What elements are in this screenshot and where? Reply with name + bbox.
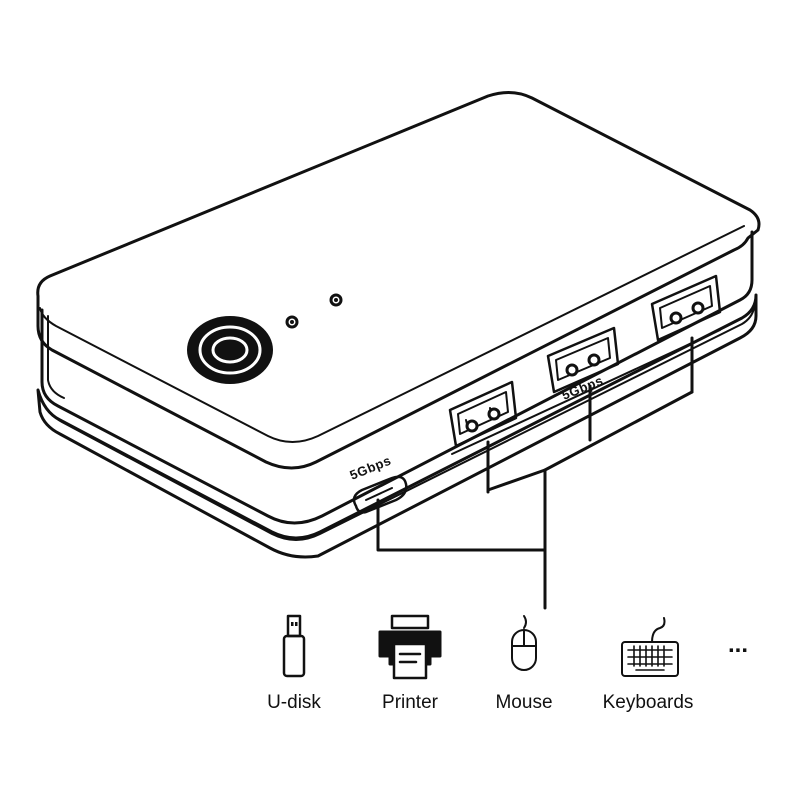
usb-a-speed-underline bbox=[451, 329, 721, 455]
usb-drive-icon bbox=[282, 614, 306, 678]
printer-icon bbox=[378, 614, 442, 680]
hub-body-front bbox=[40, 230, 754, 525]
more-devices-indicator: ... bbox=[728, 631, 748, 658]
hub-lid-edge bbox=[39, 225, 745, 443]
indicator-led-2 bbox=[329, 293, 343, 307]
usb-a-port-3 bbox=[650, 274, 722, 342]
indicator-led-1 bbox=[285, 315, 299, 329]
mouse-icon bbox=[511, 615, 537, 671]
usb-c-speed-label: 5Gbps bbox=[348, 453, 394, 483]
keyboard-icon bbox=[621, 617, 679, 677]
device-label-keyboards: Keyboards bbox=[603, 692, 694, 713]
hub-body-side-line bbox=[47, 315, 65, 399]
connector-lines bbox=[376, 336, 694, 610]
power-button[interactable] bbox=[187, 316, 273, 384]
device-label-printer: Printer bbox=[382, 692, 439, 713]
device-label-u-disk: U-disk bbox=[267, 692, 321, 713]
hub-base-plate bbox=[36, 293, 758, 559]
device-label-mouse: Mouse bbox=[495, 692, 552, 713]
usb-c-port bbox=[352, 475, 408, 514]
hub-top-face bbox=[36, 91, 761, 470]
usb-a-port-1 bbox=[448, 380, 518, 448]
usb-a-port-2 bbox=[546, 326, 620, 394]
hub-base-rim bbox=[43, 307, 755, 541]
